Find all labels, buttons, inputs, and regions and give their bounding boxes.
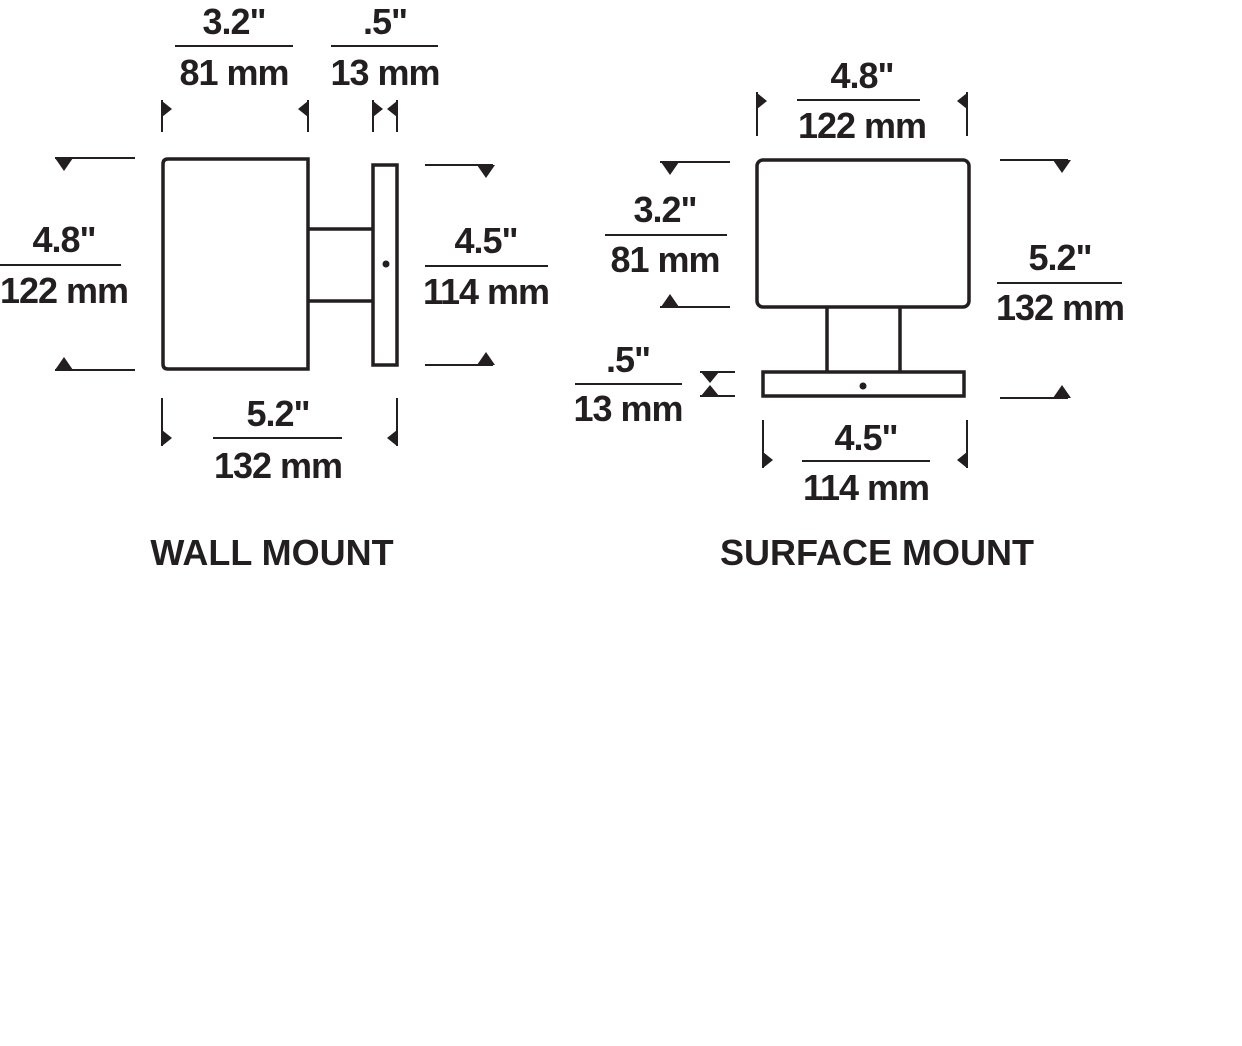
wall-total-depth-in: 5.2" [246,393,309,434]
wall-fixture-body [161,157,310,371]
wall-depth-in: 3.2" [202,1,265,42]
wall-plate [371,163,399,367]
arrow-right-icon [373,101,383,117]
arrow-left-icon [957,452,967,468]
surface-total-height-in: 5.2" [1028,237,1091,278]
wall-total-depth-mm: 132 mm [214,445,342,486]
surface-plate-thickness-in: .5" [606,339,650,380]
arrow-left-icon [387,430,397,446]
arrow-up-icon [55,357,73,370]
surface-mount-label: SURFACE MOUNT [720,532,1034,573]
wall-plate-height-in: 4.5" [454,220,517,261]
wall-plate-screw [382,260,390,268]
wall-plate-depth-mm: 13 mm [330,52,439,93]
surface-width-mm: 122 mm [798,105,926,146]
arrow-up-icon [1053,385,1071,398]
arrow-down-icon [701,372,719,383]
arrow-up-icon [477,352,495,365]
surface-fixture-body [755,158,971,309]
arrow-right-icon [757,93,767,109]
surface-plate-screw [859,382,867,390]
wall-mount-label: WALL MOUNT [150,532,393,573]
arrow-down-icon [1053,160,1071,173]
arrow-down-icon [55,158,73,171]
surface-plate-width-in: 4.5" [834,417,897,458]
arrow-down-icon [477,165,495,178]
surface-mount-view: 4.8" 122 mm 3.2" 81 mm .5" 13 mm 5.2" 13… [573,55,1125,573]
wall-plate-height-mm: 114 mm [423,271,549,312]
surface-width-in: 4.8" [830,55,893,96]
wall-height-mm: 122 mm [0,270,128,311]
surface-plate-width-mm: 114 mm [803,467,929,508]
arrow-left-icon [387,101,397,117]
arrow-up-icon [701,385,719,396]
arrow-right-icon [763,452,773,468]
wall-depth-mm: 81 mm [179,52,288,93]
wall-plate-depth-in: .5" [363,1,407,42]
arrow-left-icon [298,101,308,117]
surface-plate-thickness-mm: 13 mm [573,388,682,429]
wall-height-in: 4.8" [32,219,95,260]
arrow-down-icon [661,162,679,175]
surface-height-mm: 81 mm [610,239,719,280]
arrow-right-icon [162,101,172,117]
wall-mount-view: 3.2" 81 mm .5" 13 mm 4.8" 122 mm 4.5" 11… [0,1,550,573]
arrow-left-icon [957,93,967,109]
surface-height-in: 3.2" [633,189,696,230]
arrow-right-icon [162,430,172,446]
arrow-up-icon [661,294,679,307]
surface-total-height-mm: 132 mm [996,287,1124,328]
